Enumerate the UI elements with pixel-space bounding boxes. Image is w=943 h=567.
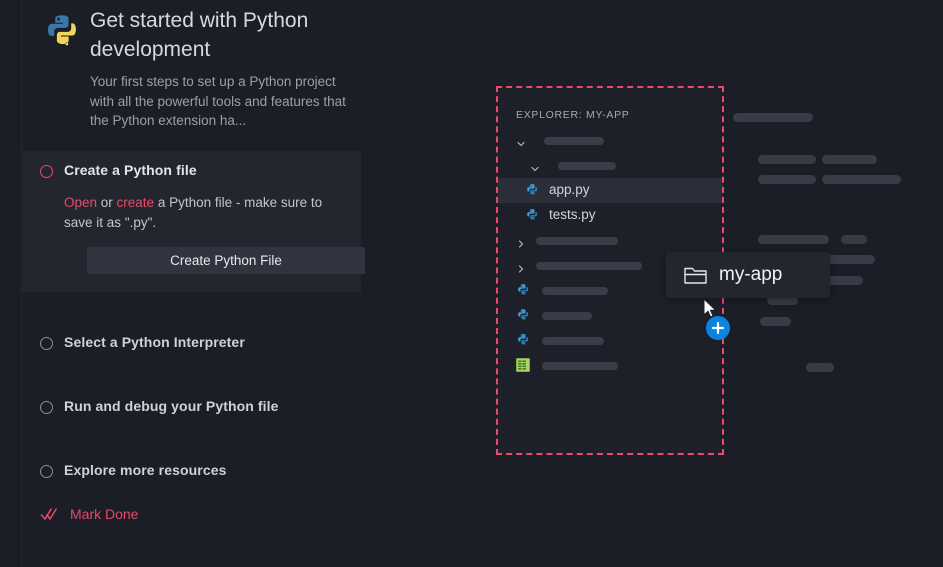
tree-item-placeholder — [542, 337, 604, 345]
step-header[interactable]: Explore more resources — [22, 451, 470, 493]
python-logo-icon — [42, 12, 84, 54]
editor-preview-pane: EXPLORER: MY-APP app.py tests.py my-app — [470, 0, 943, 567]
walkthrough-description: Your first steps to set up a Python proj… — [90, 74, 346, 128]
circle-outline-icon — [40, 401, 53, 414]
python-file-icon — [516, 308, 531, 323]
file-tree: app.py tests.py — [498, 128, 722, 378]
code-placeholder-bar — [760, 317, 791, 326]
circle-outline-icon — [40, 465, 53, 478]
chevron-down-icon[interactable] — [516, 136, 526, 147]
step-title: Create a Python file — [64, 162, 197, 178]
tree-item-label: tests.py — [549, 207, 596, 222]
step-description: Open or create a Python file - make sure… — [64, 193, 344, 233]
create-python-file-button[interactable]: Create Python File — [87, 247, 365, 274]
step-body: Open or create a Python file - make sure… — [22, 193, 365, 292]
tree-item-tests-py[interactable]: tests.py — [498, 203, 722, 228]
mark-done-button[interactable]: Mark Done — [40, 506, 138, 522]
walkthrough-pane: Get started with Python development Your… — [0, 0, 470, 567]
tree-item-placeholder — [542, 362, 618, 370]
spreadsheet-file-icon — [516, 358, 530, 372]
tree-item-placeholder — [536, 262, 642, 270]
code-placeholder-bar — [811, 255, 875, 264]
code-placeholder-bar — [822, 155, 877, 164]
walkthrough-steps: Create a Python file Open or create a Py… — [22, 151, 470, 493]
code-placeholder-bar — [733, 113, 813, 122]
step-title: Explore more resources — [64, 462, 227, 478]
chevron-down-icon[interactable] — [530, 161, 540, 172]
double-check-icon — [40, 507, 60, 521]
code-placeholder-bar — [806, 363, 834, 372]
python-file-icon — [516, 333, 531, 348]
step-header[interactable]: Create a Python file — [22, 151, 361, 193]
step-title: Select a Python Interpreter — [64, 334, 245, 350]
code-placeholder-bar — [758, 155, 816, 164]
tree-item-placeholder — [544, 137, 604, 145]
tree-item-label: app.py — [549, 182, 590, 197]
tree-item-placeholder — [542, 287, 608, 295]
chevron-right-icon[interactable] — [516, 261, 526, 273]
tree-item[interactable] — [498, 278, 722, 303]
drag-ghost-tooltip: my-app — [666, 252, 830, 298]
step-explore-more-resources[interactable]: Explore more resources — [22, 451, 470, 493]
python-file-icon — [516, 283, 531, 298]
tree-item-app-py[interactable]: app.py — [498, 178, 722, 203]
python-file-icon — [525, 183, 540, 198]
desc-rest: a Python file - make sure to save it as … — [64, 195, 323, 230]
tree-item-placeholder — [558, 162, 616, 170]
tree-item[interactable] — [498, 328, 722, 353]
python-file-icon — [525, 208, 540, 223]
tree-item[interactable] — [498, 253, 722, 278]
circle-outline-icon — [40, 337, 53, 350]
code-placeholder-bar — [818, 276, 863, 285]
drag-ghost-label: my-app — [719, 264, 783, 285]
step-header[interactable]: Run and debug your Python file — [22, 387, 470, 429]
open-link[interactable]: Open — [64, 195, 98, 210]
code-placeholder-bar — [767, 296, 798, 305]
walkthrough-title: Get started with Python development — [90, 9, 309, 61]
tree-item[interactable] — [498, 353, 722, 378]
step-header[interactable]: Select a Python Interpreter — [22, 323, 470, 365]
code-placeholder-bar — [822, 175, 901, 184]
step-run-and-debug-your-python-file[interactable]: Run and debug your Python file — [22, 387, 470, 429]
step-title: Run and debug your Python file — [64, 398, 279, 414]
tree-item[interactable] — [498, 228, 722, 253]
code-placeholder-bar — [758, 235, 829, 244]
explorer-title: EXPLORER: MY-APP — [516, 109, 630, 121]
tree-item[interactable] — [498, 128, 722, 153]
plus-badge-icon — [706, 316, 730, 340]
create-link[interactable]: create — [116, 195, 155, 210]
circle-outline-icon — [40, 165, 53, 178]
tree-item-placeholder — [542, 312, 592, 320]
mark-done-label: Mark Done — [70, 506, 139, 522]
desc-or: or — [97, 195, 117, 210]
code-placeholder-bar — [841, 235, 867, 244]
code-placeholder-bar — [758, 175, 816, 184]
folder-icon — [684, 266, 707, 285]
tree-item-placeholder — [536, 237, 618, 245]
tree-item[interactable] — [498, 303, 722, 328]
tree-item[interactable] — [498, 153, 722, 178]
step-create-a-python-file[interactable]: Create a Python file Open or create a Py… — [22, 151, 365, 292]
step-select-a-python-interpreter[interactable]: Select a Python Interpreter — [22, 323, 470, 365]
pane-divider — [21, 0, 22, 567]
chevron-right-icon[interactable] — [516, 236, 526, 248]
